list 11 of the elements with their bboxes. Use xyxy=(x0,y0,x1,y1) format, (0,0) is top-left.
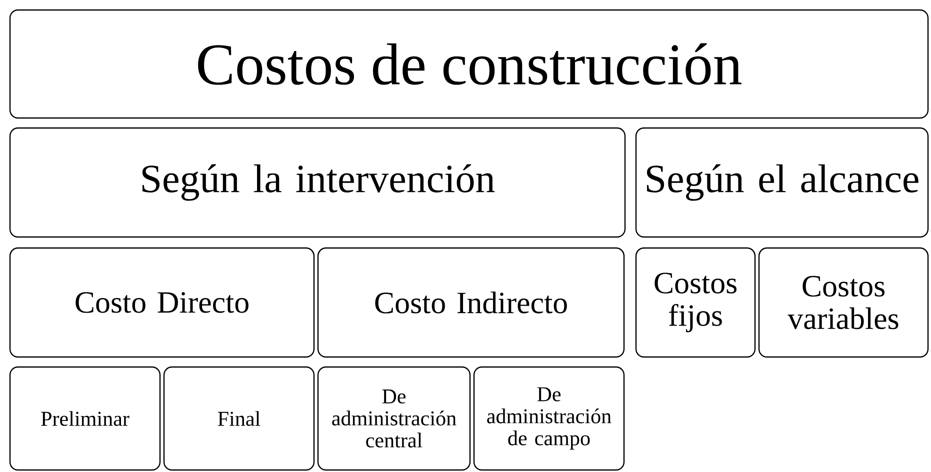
category-box: Preliminar xyxy=(9,366,161,471)
category-box: Según el alcance xyxy=(635,127,929,238)
category-box: Costos variables xyxy=(758,247,929,358)
category-box: Final xyxy=(163,366,315,471)
category-box: Costos fijos xyxy=(635,247,756,358)
category-box: De administración de campo xyxy=(473,366,625,471)
category-box: Costo Directo xyxy=(9,247,315,358)
category-box: Costo Indirecto xyxy=(317,247,625,358)
title-box: Costos de construcción xyxy=(9,9,929,119)
category-box: Según la intervención xyxy=(9,127,626,238)
category-box: De administración central xyxy=(317,366,471,471)
